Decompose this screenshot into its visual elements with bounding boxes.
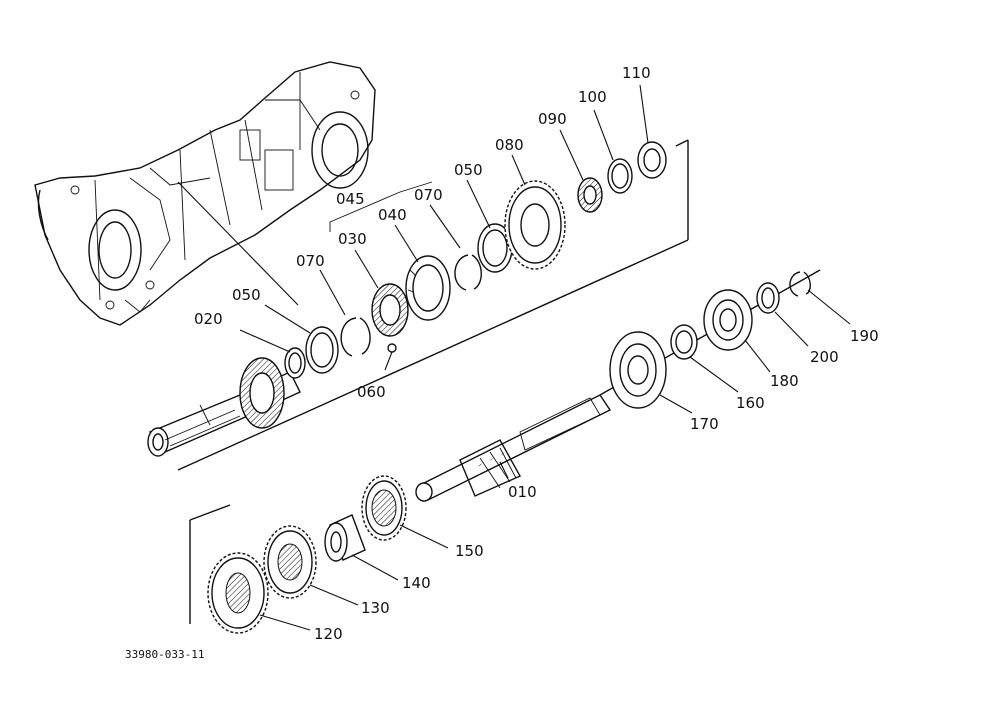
callout-120: 120: [314, 625, 343, 643]
transmission-case-illustration: [34, 61, 376, 326]
callout-020: 020: [194, 310, 223, 328]
callout-130: 130: [361, 599, 390, 617]
part-170-bearing: [609, 331, 667, 409]
part-040-shift-sleeve: [405, 255, 451, 321]
callout-110: 110: [622, 64, 651, 82]
callout-170: 170: [690, 415, 719, 433]
callout-050-upper: 050: [454, 161, 483, 179]
callout-080: 080: [495, 136, 524, 154]
callout-180: 180: [770, 372, 799, 390]
part-020-collar: [284, 347, 306, 379]
callout-200: 200: [810, 348, 839, 366]
part-130-gear: [263, 525, 317, 599]
part-100-thrust-washer: [607, 158, 633, 194]
part-070-circlip-left: [340, 317, 371, 357]
callout-040: 040: [378, 206, 407, 224]
callout-070-lower: 070: [296, 252, 325, 270]
part-070-circlip-right: [454, 254, 482, 291]
callout-010: 010: [508, 483, 537, 501]
part-060-detent-ball: [387, 343, 397, 353]
figure-code: 33980-033-11: [125, 648, 204, 661]
callout-160: 160: [736, 394, 765, 412]
part-080-gear: [504, 180, 566, 270]
callout-090: 090: [538, 110, 567, 128]
part-110-collar: [637, 141, 667, 179]
part-160-washer: [670, 324, 698, 360]
callout-100: 100: [578, 88, 607, 106]
part-180-bearing: [703, 289, 753, 351]
callout-190: 190: [850, 327, 879, 345]
assembly-boundary-lines: [177, 139, 689, 624]
callout-140: 140: [402, 574, 431, 592]
part-190-circlip: [789, 271, 811, 297]
callout-060: 060: [357, 383, 386, 401]
part-140-collar: [324, 514, 366, 562]
part-090-needle-bearing: [577, 177, 603, 213]
callout-045: 045: [336, 190, 365, 208]
input-shaft: [147, 357, 301, 457]
part-150-gear: [361, 475, 407, 541]
callout-labels: 110 100 090 080 050 045 070 040 030 070 …: [194, 64, 879, 643]
callout-070-upper: 070: [414, 186, 443, 204]
part-050-thrust-washer-right: [477, 223, 513, 273]
part-050-thrust-washer-left: [305, 326, 339, 374]
part-030-synchro-hub: [371, 283, 409, 337]
callout-030: 030: [338, 230, 367, 248]
leader-lines: [239, 84, 851, 631]
part-200-washer: [756, 282, 780, 314]
callout-050-lower: 050: [232, 286, 261, 304]
callout-150: 150: [455, 542, 484, 560]
part-120-gear: [207, 552, 269, 634]
